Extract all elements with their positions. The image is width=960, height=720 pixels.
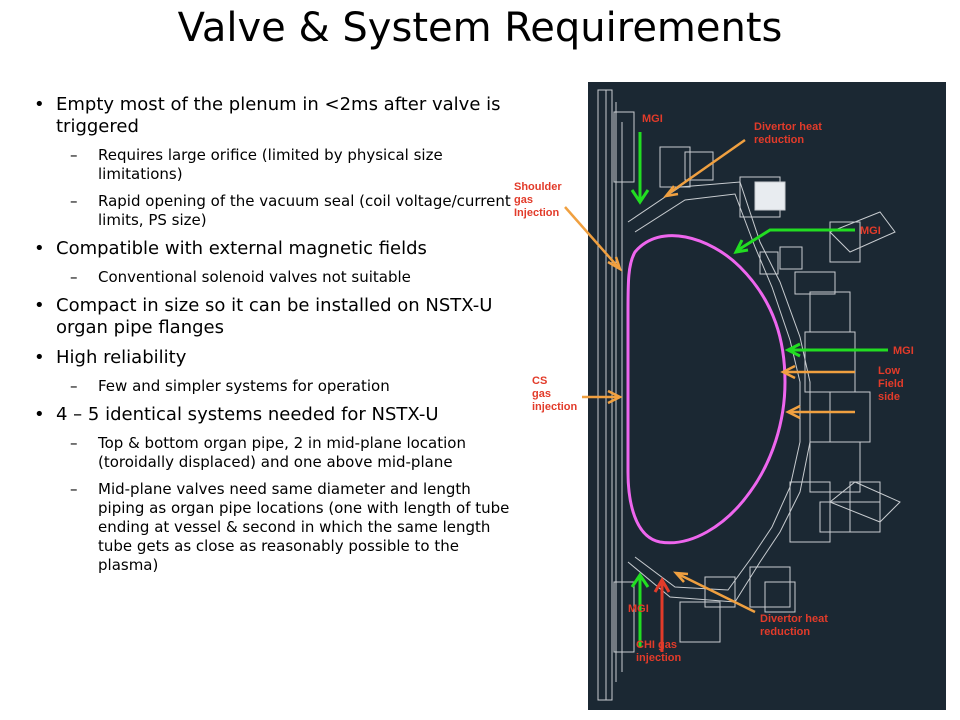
bullet-item: • Compact in size so it can be installed …	[30, 295, 520, 339]
label-chi-line2: injection	[636, 652, 682, 664]
dash-icon: –	[70, 192, 78, 210]
label-divertor-bottom-line2: reduction	[760, 626, 810, 638]
dash-icon: –	[70, 434, 78, 452]
label-shoulder-line3: Injection	[514, 207, 560, 219]
bullet-text: Empty most of the plenum in <2ms after v…	[56, 94, 501, 137]
sub-bullet-item: – Top & bottom organ pipe, 2 in mid-plane…	[30, 434, 520, 472]
bullet-dot-icon: •	[34, 94, 45, 115]
mgi-arrows	[630, 132, 888, 647]
label-cs-line1: CS	[532, 375, 547, 387]
label-divertor-top: Divertor heat reduction	[754, 121, 825, 146]
sub-bullet-item: – Requires large orifice (limited by phys…	[30, 146, 520, 184]
bullet-item: • 4 – 5 identical systems needed for NSTX…	[30, 404, 520, 426]
slide-title: Valve & System Requirements	[177, 5, 783, 51]
sub-bullet-text: Rapid opening of the vacuum seal (coil v…	[98, 192, 511, 229]
dash-icon: –	[70, 268, 78, 286]
label-cs-line3: injection	[532, 401, 578, 413]
label-mgi-bottom: MGI	[628, 603, 649, 615]
sub-bullet-item: – Rapid opening of the vacuum seal (coil …	[30, 192, 520, 230]
chi-arrow	[653, 577, 671, 652]
sub-bullet-text: Few and simpler systems for operation	[98, 377, 390, 395]
bullet-text: Compact in size so it can be installed o…	[56, 295, 493, 338]
label-cs-line2: gas	[532, 388, 551, 400]
label-low-field-line1: Low	[878, 365, 900, 377]
dash-icon: –	[70, 377, 78, 395]
sub-bullet-item: – Few and simpler systems for operation	[30, 377, 520, 396]
bullet-item: • High reliability	[30, 347, 520, 369]
sub-bullet-text: Mid-plane valves need same diameter and …	[98, 480, 510, 574]
label-chi-line1: CHI gas	[636, 639, 677, 651]
bullet-text: High reliability	[56, 347, 187, 368]
bullet-text: Compatible with external magnetic fields	[56, 238, 427, 259]
dash-icon: –	[70, 480, 78, 498]
sub-bullet-item: – Mid-plane valves need same diameter and…	[30, 480, 520, 575]
gas-injection-arrows	[564, 138, 855, 614]
sub-bullet-text: Top & bottom organ pipe, 2 in mid-plane …	[98, 434, 466, 471]
label-low-field-line2: Field	[878, 378, 904, 390]
label-divertor-bottom-line1: Divertor heat	[760, 613, 828, 625]
bullet-dot-icon: •	[34, 404, 45, 425]
label-shoulder-line2: gas	[514, 194, 533, 206]
label-divertor-top-line2: reduction	[754, 134, 804, 146]
label-chi: CHI gas injection	[636, 639, 682, 664]
label-shoulder-line1: Shoulder	[514, 181, 562, 193]
dash-icon: –	[70, 146, 78, 164]
label-low-field: Low Field side	[878, 365, 907, 403]
vessel-structure	[597, 89, 901, 701]
label-mgi-right-mid: MGI	[893, 345, 914, 357]
nstx-u-cross-section-diagram: MGI Divertor heat reduction Shoulder gas…	[514, 82, 946, 710]
bullet-text: 4 – 5 identical systems needed for NSTX-…	[56, 404, 439, 425]
bullet-dot-icon: •	[34, 238, 45, 259]
sub-bullet-text: Requires large orifice (limited by physi…	[98, 146, 443, 183]
label-shoulder: Shoulder gas Injection	[514, 181, 565, 219]
label-mgi-top: MGI	[642, 113, 663, 125]
label-low-field-line3: side	[878, 391, 900, 403]
label-mgi-right-upper: MGI	[860, 225, 881, 237]
label-divertor-bottom: Divertor heat reduction	[760, 613, 831, 638]
plasma-boundary	[626, 234, 787, 545]
sub-bullet-text: Conventional solenoid valves not suitabl…	[98, 268, 411, 286]
label-divertor-top-line1: Divertor heat	[754, 121, 822, 133]
bullet-item: • Compatible with external magnetic field…	[30, 238, 520, 260]
label-cs: CS gas injection	[532, 375, 578, 413]
sub-bullet-item: – Conventional solenoid valves not suitab…	[30, 268, 520, 287]
bullet-dot-icon: •	[34, 295, 45, 316]
bullet-dot-icon: •	[34, 347, 45, 368]
bullet-list: • Empty most of the plenum in <2ms after …	[30, 94, 520, 583]
bullet-item: • Empty most of the plenum in <2ms after …	[30, 94, 520, 138]
